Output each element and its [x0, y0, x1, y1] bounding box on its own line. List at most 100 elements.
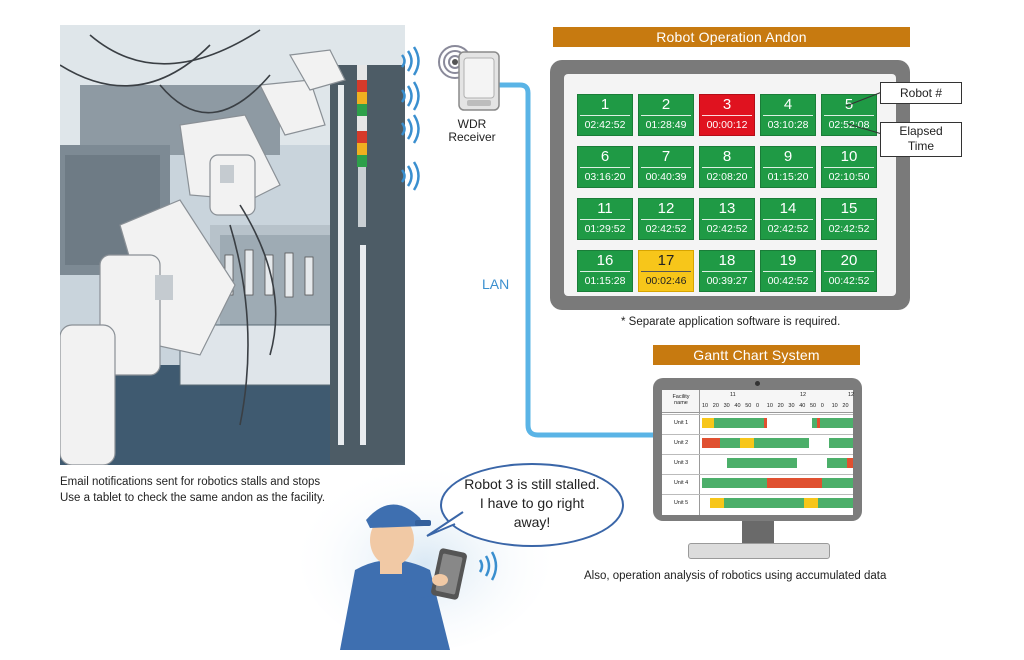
gantt-bar-segment	[702, 498, 710, 508]
speech-bubble: Robot 3 is still stalled. I have to go r…	[440, 463, 624, 547]
gantt-bar-segment	[714, 418, 764, 428]
robot-number: 12	[657, 200, 675, 217]
gantt-minute-tick: 40	[734, 403, 741, 409]
elapsed-time: 02:10:50	[824, 167, 874, 187]
robot-number: 17	[657, 252, 675, 269]
callout-lines	[845, 91, 883, 135]
robot-number: 19	[779, 252, 797, 269]
monitor-stand	[742, 521, 774, 543]
gantt-bar-segment	[732, 478, 767, 488]
callout-elapsed-time: Elapsed Time	[880, 122, 962, 157]
gantt-bar-segment	[702, 478, 732, 488]
gantt-bar-segment	[710, 498, 724, 508]
gantt-bar-segment	[767, 418, 812, 428]
speech-line3: away!	[513, 514, 551, 530]
gantt-bar-segment	[847, 458, 853, 468]
gantt-row: Unit 3	[662, 454, 853, 471]
gantt-hour-1: 12	[800, 392, 807, 398]
gantt-minute-tick: 10	[766, 403, 773, 409]
gantt-bar-segment	[818, 498, 853, 508]
elapsed-time: 02:52:08	[824, 115, 874, 135]
gantt-minute-tick: 10	[831, 403, 838, 409]
gantt-bar-segment	[809, 438, 829, 448]
gantt-minute-tick: 10	[702, 403, 709, 409]
elapsed-time: 01:29:52	[580, 219, 630, 239]
gantt-minute-tick: 0	[756, 403, 760, 409]
robot-number: 13	[718, 200, 736, 217]
wifi-waves-icon	[400, 46, 420, 191]
speech-bubble-tail	[426, 511, 464, 537]
robot-number: 6	[600, 148, 610, 165]
elapsed-time: 02:42:52	[702, 219, 752, 239]
robot-cell-9: 9 01:15:20	[760, 146, 816, 188]
callout-elapsed-line2: Time	[907, 139, 935, 153]
robot-cell-1: 1 02:42:52	[577, 94, 633, 136]
elapsed-time: 02:42:52	[580, 115, 630, 135]
elapsed-time: 02:42:52	[824, 219, 874, 239]
robot-number: 2	[661, 96, 671, 113]
gantt-minute-tick: 50	[745, 403, 752, 409]
gantt-minute-tick: 40	[799, 403, 806, 409]
gantt-bar-segment	[727, 458, 797, 468]
keyboard-icon	[688, 543, 830, 559]
left-caption-line2: Use a tablet to check the same andon as …	[60, 492, 326, 504]
lan-label: LAN	[482, 276, 510, 292]
robot-cell-12: 12 02:42:52	[638, 198, 694, 240]
elapsed-time: 01:15:20	[763, 167, 813, 187]
andon-title: Robot Operation Andon	[553, 27, 910, 47]
robot-number: 4	[783, 96, 793, 113]
robot-number: 16	[596, 252, 614, 269]
gantt-row: Unit 4	[662, 474, 853, 491]
receiver-label-line2: Receiver	[448, 130, 496, 144]
elapsed-time: 00:42:52	[763, 271, 813, 291]
robot-number: 11	[597, 200, 613, 217]
receiver-label-line1: WDR	[457, 117, 487, 131]
gantt-bar-segment	[702, 418, 714, 428]
andon-grid: 102:42:52201:28:49300:00:12403:10:28502:…	[577, 94, 882, 292]
gantt-row: Unit 1	[662, 414, 853, 431]
gantt-minute-tick: 30	[723, 403, 730, 409]
elapsed-time: 00:40:39	[641, 167, 691, 187]
gantt-bar-segment	[817, 418, 820, 428]
gantt-bar-segment	[720, 438, 740, 448]
gantt-facility-line1: Facility	[672, 394, 690, 400]
speech-line1: Robot 3 is still stalled.	[464, 476, 600, 492]
gantt-row: Unit 5	[662, 494, 853, 511]
gantt-minute-tick: 20	[842, 403, 849, 409]
robot-number: 20	[840, 252, 858, 269]
gantt-bar-segment	[797, 458, 827, 468]
gantt-bar-segment	[827, 458, 847, 468]
robot-number: 1	[600, 96, 610, 113]
left-caption-line1: Email notifications sent for robotics st…	[60, 476, 321, 488]
andon-note: * Separate application software is requi…	[621, 316, 841, 328]
gantt-bar-segment	[829, 438, 853, 448]
elapsed-time: 02:42:52	[641, 219, 691, 239]
robot-cell-14: 14 02:42:52	[760, 198, 816, 240]
gantt-minute-tick: 30	[788, 403, 795, 409]
gantt-hour-0: 11	[730, 392, 736, 398]
robot-cell-17: 17 00:02:46	[638, 250, 694, 292]
elapsed-time: 00:02:46	[641, 271, 691, 291]
gantt-bar-segment	[754, 438, 809, 448]
robot-number: 9	[783, 148, 793, 165]
gantt-bar-segment	[822, 478, 853, 488]
gantt-row-label: Unit 3	[673, 460, 689, 466]
speech-text: Robot 3 is still stalled. I have to go r…	[442, 475, 622, 532]
gantt-facility-line2: name	[674, 400, 688, 406]
gantt-bar-segment	[804, 498, 818, 508]
factory-robot-illustration	[60, 25, 405, 465]
robot-number: 14	[779, 200, 797, 217]
gantt-header	[662, 390, 853, 413]
elapsed-time: 00:39:27	[702, 271, 752, 291]
gantt-row-label: Unit 1	[673, 420, 689, 426]
elapsed-time: 02:42:52	[763, 219, 813, 239]
robot-cell-13: 13 02:42:52	[699, 198, 755, 240]
gantt-facility-label: Facility name	[664, 394, 698, 406]
